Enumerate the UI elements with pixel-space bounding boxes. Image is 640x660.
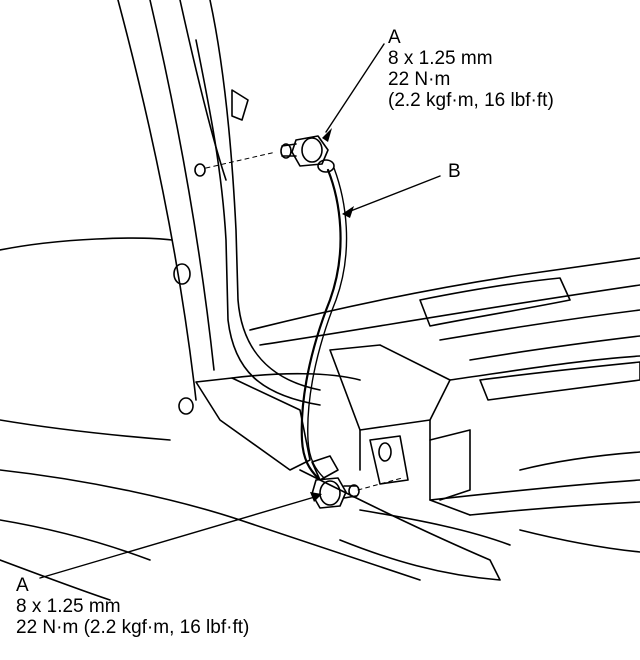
tray-2 [359,509,511,546]
tray-5 [519,529,640,553]
pillar-face-2 [195,39,321,406]
arrowhead-bottom-a [310,492,322,502]
lower-bolt-face [319,480,341,506]
lower-bolt-head [311,477,347,509]
block-right-2 [429,479,640,501]
callout-a-top-torque: 22 N·m [388,69,451,90]
upper-bolt-dash [205,151,277,169]
lower-bracket [369,435,409,485]
door-sill-2 [0,519,151,561]
cable-strand-1 [300,168,342,480]
arrowhead-b [342,206,354,218]
tray-6 [429,429,471,501]
hole-2 [178,397,194,415]
arrowhead-top-a [322,128,332,142]
block-right [449,355,640,381]
block-top [329,344,451,431]
rib-6 [479,361,640,401]
pillar-outer [117,0,197,401]
door-line [0,237,173,251]
tray-4 [469,501,640,516]
callout-b-letter: B [448,161,461,182]
leader-b [347,175,441,213]
rib-3 [419,277,571,327]
pillar-face [209,0,321,391]
callout-a-bottom-size: 8 x 1.25 mm [16,596,121,617]
lower-bolt-tip [348,484,360,498]
rib-4 [439,309,640,341]
callout-a-top: A 8 x 1.25 mm 22 N·m (2.2 kgf·m, 16 lbf·… [388,27,554,111]
rib-5 [469,335,640,361]
leader-top-a [325,43,385,133]
upper-bolt-face [301,137,323,163]
lower-bracket-hole [378,442,392,462]
tray-3 [519,451,640,471]
hole-3 [194,163,206,177]
callout-a-top-size: 8 x 1.25 mm [388,48,493,69]
pillar-edge [179,0,227,181]
door-sill [0,469,421,581]
callout-a-bottom-letter: A [16,575,29,596]
callout-a-bottom-torque: 22 N·m (2.2 kgf·m, 16 lbf·ft) [16,617,250,638]
cable-strand-2 [307,167,348,479]
door-bottom [0,559,111,601]
upper-bolt-tip [280,143,292,159]
lower-terminal [311,455,339,481]
pillar-inner [149,0,215,371]
bracket-top [231,89,249,121]
leader-bottom-a [39,495,319,579]
callout-b: B [448,161,461,182]
rib-2 [259,284,640,346]
plate-edge [231,372,361,381]
upper-bolt-head [291,135,329,167]
callout-a-bottom: A 8 x 1.25 mm 22 N·m (2.2 kgf·m, 16 lbf·… [16,575,249,638]
lower-bolt-dash [357,477,403,491]
callout-a-top-letter: A [388,27,401,48]
hole-1 [173,263,191,285]
plate [195,377,311,471]
rib-1 [249,257,640,331]
upper-terminal-eye [317,159,335,173]
callout-a-top-torque-alt: (2.2 kgf·m, 16 lbf·ft) [388,90,554,111]
door-line-2 [0,419,171,441]
